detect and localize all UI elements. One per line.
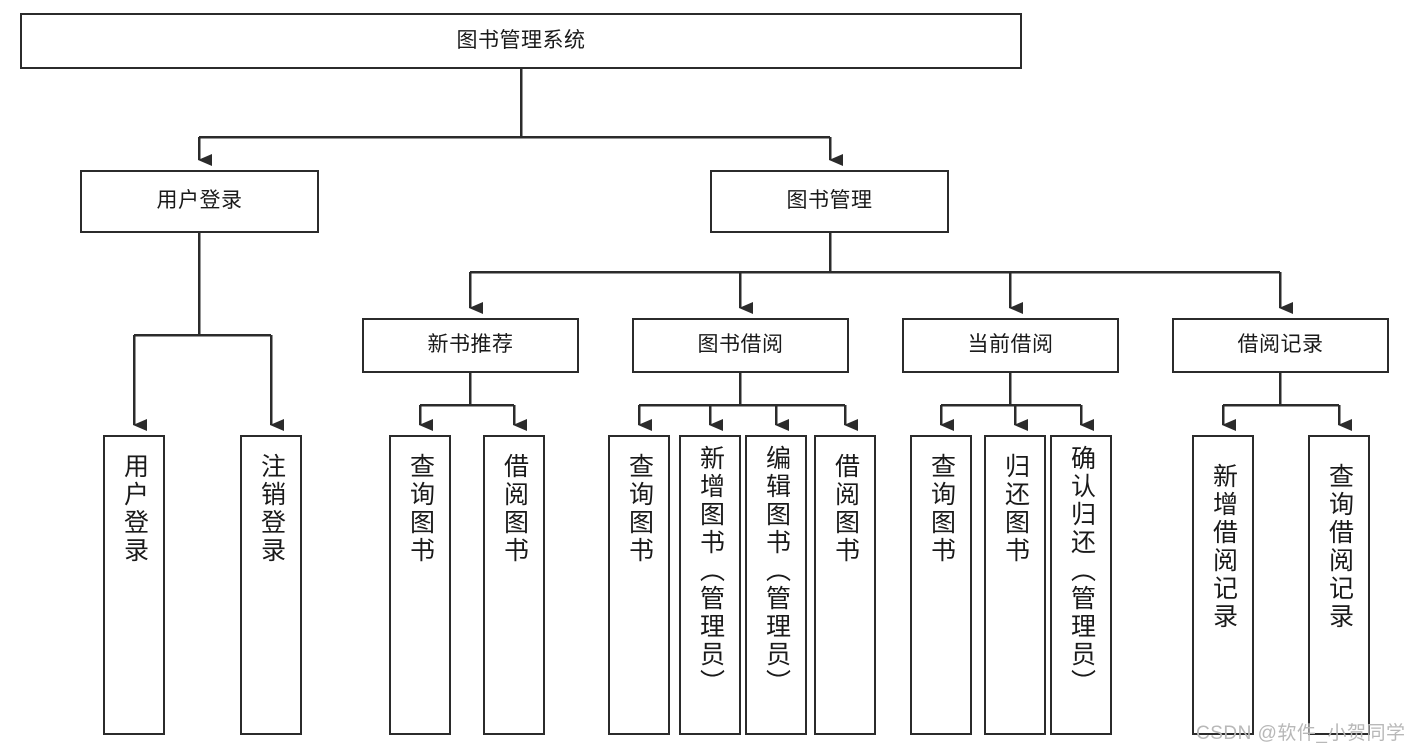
watermark-text: CSDN @软件_小贺同学 (1196, 723, 1405, 744)
node-book-borrow-label: 图书借阅 (697, 333, 784, 357)
node-root-label: 图书管理系统 (456, 28, 586, 52)
node-leaf-query-book-borrow-label: 查询图书 (625, 453, 654, 565)
node-leaf-add-book-admin[interactable]: 新增图书（管理员） (679, 435, 741, 735)
node-leaf-logout-label: 注销登录 (257, 453, 286, 565)
node-user-login-label: 用户登录 (156, 189, 243, 213)
node-leaf-query-borrow-record[interactable]: 查询借阅记录 (1308, 435, 1370, 735)
node-leaf-edit-book-admin-label: 编辑图书（管理员） (762, 445, 791, 697)
node-book-borrow[interactable]: 图书借阅 (632, 318, 849, 373)
node-leaf-return-book[interactable]: 归还图书 (984, 435, 1046, 735)
node-leaf-query-book-current-label: 查询图书 (927, 453, 956, 565)
node-leaf-edit-book-admin[interactable]: 编辑图书（管理员） (745, 435, 807, 735)
node-leaf-confirm-return-admin[interactable]: 确认归还（管理员） (1050, 435, 1112, 735)
node-leaf-borrow-book-recommend-label: 借阅图书 (500, 453, 529, 565)
node-leaf-query-borrow-record-label: 查询借阅记录 (1325, 463, 1354, 631)
watermark: CSDN @软件_小贺同学 (1196, 718, 1405, 745)
node-leaf-return-book-label: 归还图书 (1001, 453, 1030, 565)
node-leaf-user-login[interactable]: 用户登录 (103, 435, 165, 735)
node-leaf-add-borrow-record-label: 新增借阅记录 (1209, 463, 1238, 631)
node-current-borrow-label: 当前借阅 (967, 333, 1054, 357)
node-current-borrow[interactable]: 当前借阅 (902, 318, 1119, 373)
node-leaf-query-book-recommend[interactable]: 查询图书 (389, 435, 451, 735)
node-leaf-user-login-label: 用户登录 (120, 453, 149, 565)
node-leaf-borrow-book-recommend[interactable]: 借阅图书 (483, 435, 545, 735)
node-leaf-confirm-return-admin-label: 确认归还（管理员） (1067, 445, 1096, 697)
node-leaf-borrow-book-label: 借阅图书 (831, 453, 860, 565)
node-leaf-query-book-borrow[interactable]: 查询图书 (608, 435, 670, 735)
node-leaf-add-book-admin-label: 新增图书（管理员） (696, 445, 725, 697)
node-borrow-records-label: 借阅记录 (1237, 333, 1324, 357)
node-leaf-query-book-current[interactable]: 查询图书 (910, 435, 972, 735)
node-new-book-recommend[interactable]: 新书推荐 (362, 318, 579, 373)
node-new-book-recommend-label: 新书推荐 (427, 333, 514, 357)
node-leaf-borrow-book[interactable]: 借阅图书 (814, 435, 876, 735)
node-book-management[interactable]: 图书管理 (710, 170, 949, 233)
node-borrow-records[interactable]: 借阅记录 (1172, 318, 1389, 373)
node-book-management-label: 图书管理 (786, 189, 873, 213)
node-leaf-query-book-recommend-label: 查询图书 (406, 453, 435, 565)
node-leaf-logout[interactable]: 注销登录 (240, 435, 302, 735)
node-root[interactable]: 图书管理系统 (20, 13, 1022, 69)
node-user-login[interactable]: 用户登录 (80, 170, 319, 233)
node-leaf-add-borrow-record[interactable]: 新增借阅记录 (1192, 435, 1254, 735)
